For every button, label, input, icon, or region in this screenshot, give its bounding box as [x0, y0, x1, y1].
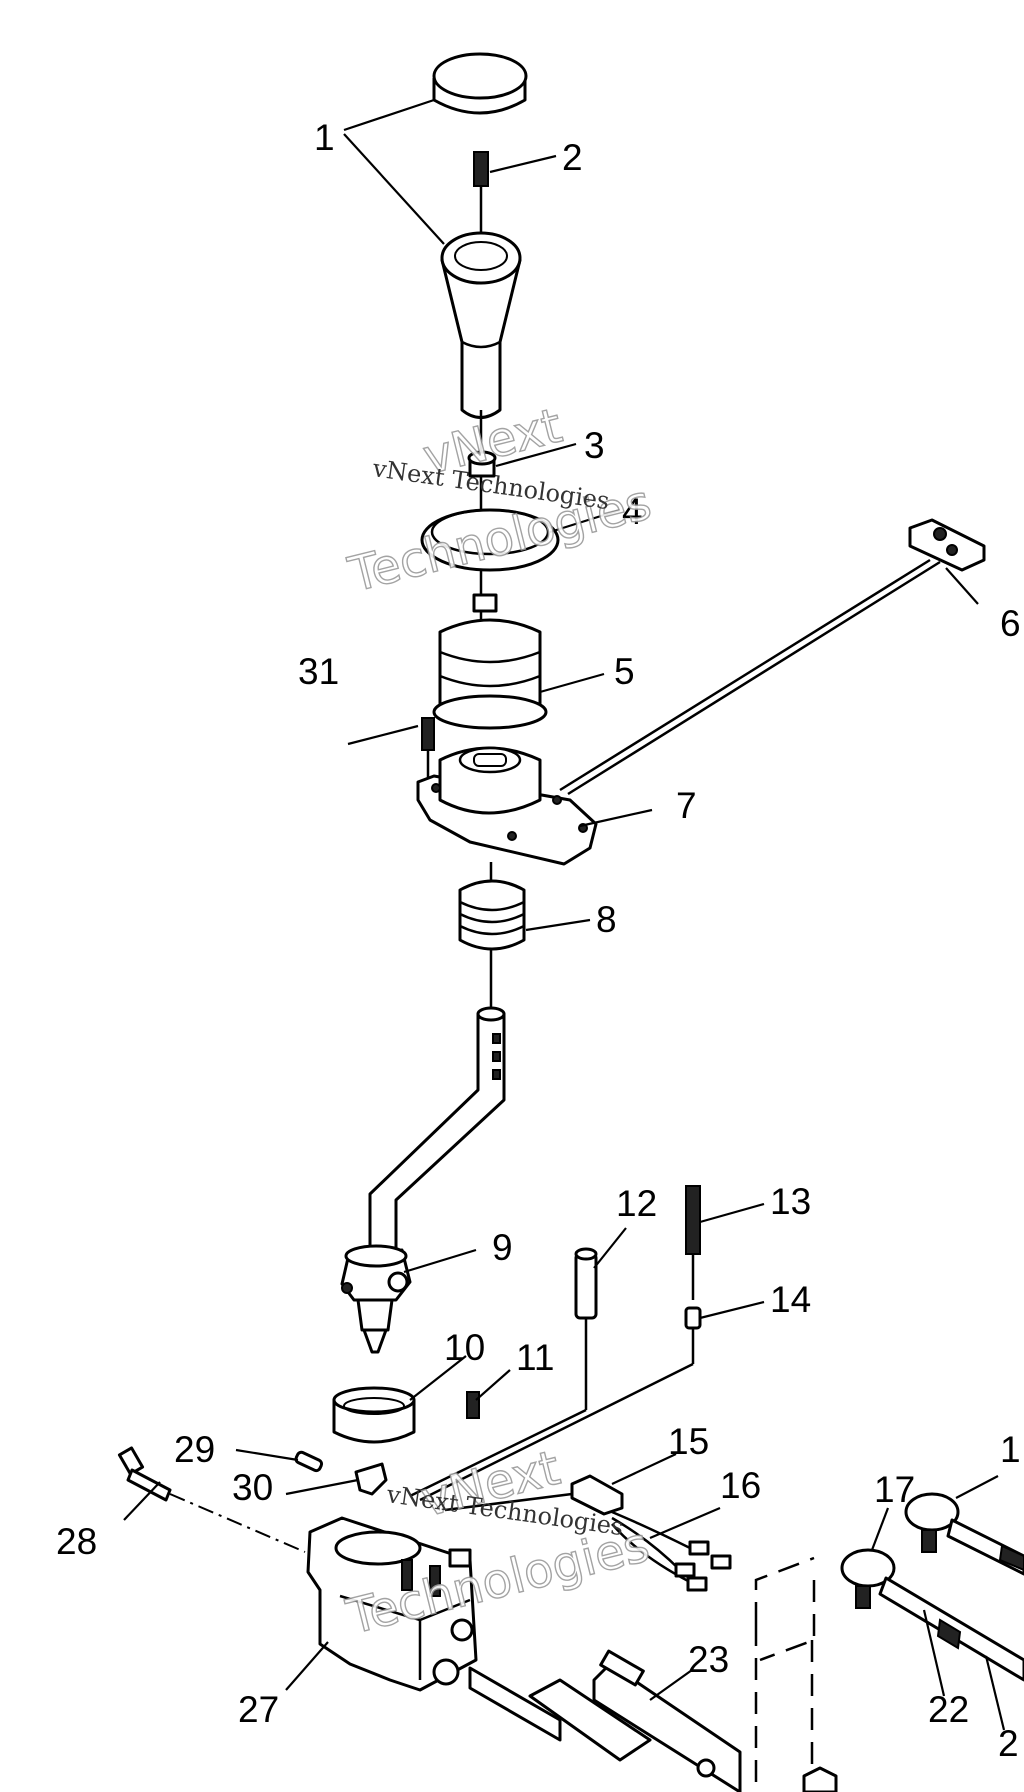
callout-17: 17	[874, 1469, 915, 1510]
bolt-28	[117, 1446, 172, 1502]
boot-5	[432, 618, 548, 730]
callout-13: 13	[770, 1181, 811, 1222]
line-12-to-housing	[409, 1408, 587, 1498]
dashed-bracket-b	[759, 1580, 816, 1662]
callout-27: 27	[238, 1689, 279, 1730]
callout-labels: 1 2 3 4 5 6 7 8 9 10 11 12 13 14 15 16 1…	[56, 117, 1021, 1764]
callout-7: 7	[676, 785, 697, 826]
spring-8	[458, 879, 526, 951]
leader-lines	[123, 98, 1006, 1731]
housing-plate	[416, 746, 598, 866]
line-14-to-housing	[419, 1362, 694, 1502]
bolt-28-axis	[169, 1493, 306, 1553]
nut-3	[467, 450, 497, 478]
callout-4: 4	[622, 491, 643, 532]
switch-15	[570, 1474, 624, 1516]
shift-housing	[306, 1516, 478, 1692]
tie-rod-end-18	[904, 1492, 1024, 1576]
callout-3: 3	[584, 425, 605, 466]
shift-grip	[440, 231, 522, 419]
dashed-bracket	[754, 1556, 815, 1624]
set-screw	[473, 151, 489, 234]
callout-24: 2	[998, 1723, 1019, 1764]
callout-15: 15	[668, 1421, 709, 1462]
knob-cap	[432, 52, 528, 115]
callout-10: 10	[444, 1327, 485, 1368]
line-15-to-housing	[444, 1492, 573, 1512]
bracket-6	[908, 518, 986, 572]
callout-23: 23	[688, 1639, 729, 1680]
callout-2: 2	[562, 137, 583, 178]
screw-11	[466, 1391, 480, 1419]
screw-31	[421, 717, 435, 782]
plug-14	[684, 1306, 702, 1330]
callout-31: 31	[298, 651, 339, 692]
callout-16: 16	[720, 1465, 761, 1506]
callout-1: 1	[314, 117, 335, 158]
callout-9: 9	[492, 1227, 513, 1268]
pin-29	[294, 1450, 324, 1473]
callout-30: 30	[232, 1467, 273, 1508]
link-line-6b	[567, 560, 941, 796]
callout-5: 5	[614, 651, 635, 692]
clip-30	[354, 1462, 388, 1496]
ring-4	[420, 508, 560, 572]
collar-10	[332, 1386, 416, 1444]
callout-28: 28	[56, 1521, 97, 1562]
pin-12	[574, 1247, 598, 1410]
callout-6: 6	[1000, 603, 1021, 644]
callout-22: 22	[928, 1689, 969, 1730]
boot-nut	[472, 593, 498, 613]
bottom-nut	[802, 1766, 838, 1792]
shift-lever	[340, 1006, 506, 1354]
wire-harness-16	[611, 1510, 732, 1592]
callout-8: 8	[596, 899, 617, 940]
callout-29: 29	[174, 1429, 215, 1470]
shift-rods	[468, 1649, 742, 1792]
callout-18: 1	[1000, 1429, 1021, 1470]
callout-14: 14	[770, 1279, 811, 1320]
link-line-6	[559, 558, 931, 792]
callout-11: 11	[516, 1337, 554, 1378]
spring-13	[685, 1185, 701, 1300]
tie-rod-end-17	[840, 1548, 1024, 1682]
callout-12: 12	[616, 1183, 657, 1224]
